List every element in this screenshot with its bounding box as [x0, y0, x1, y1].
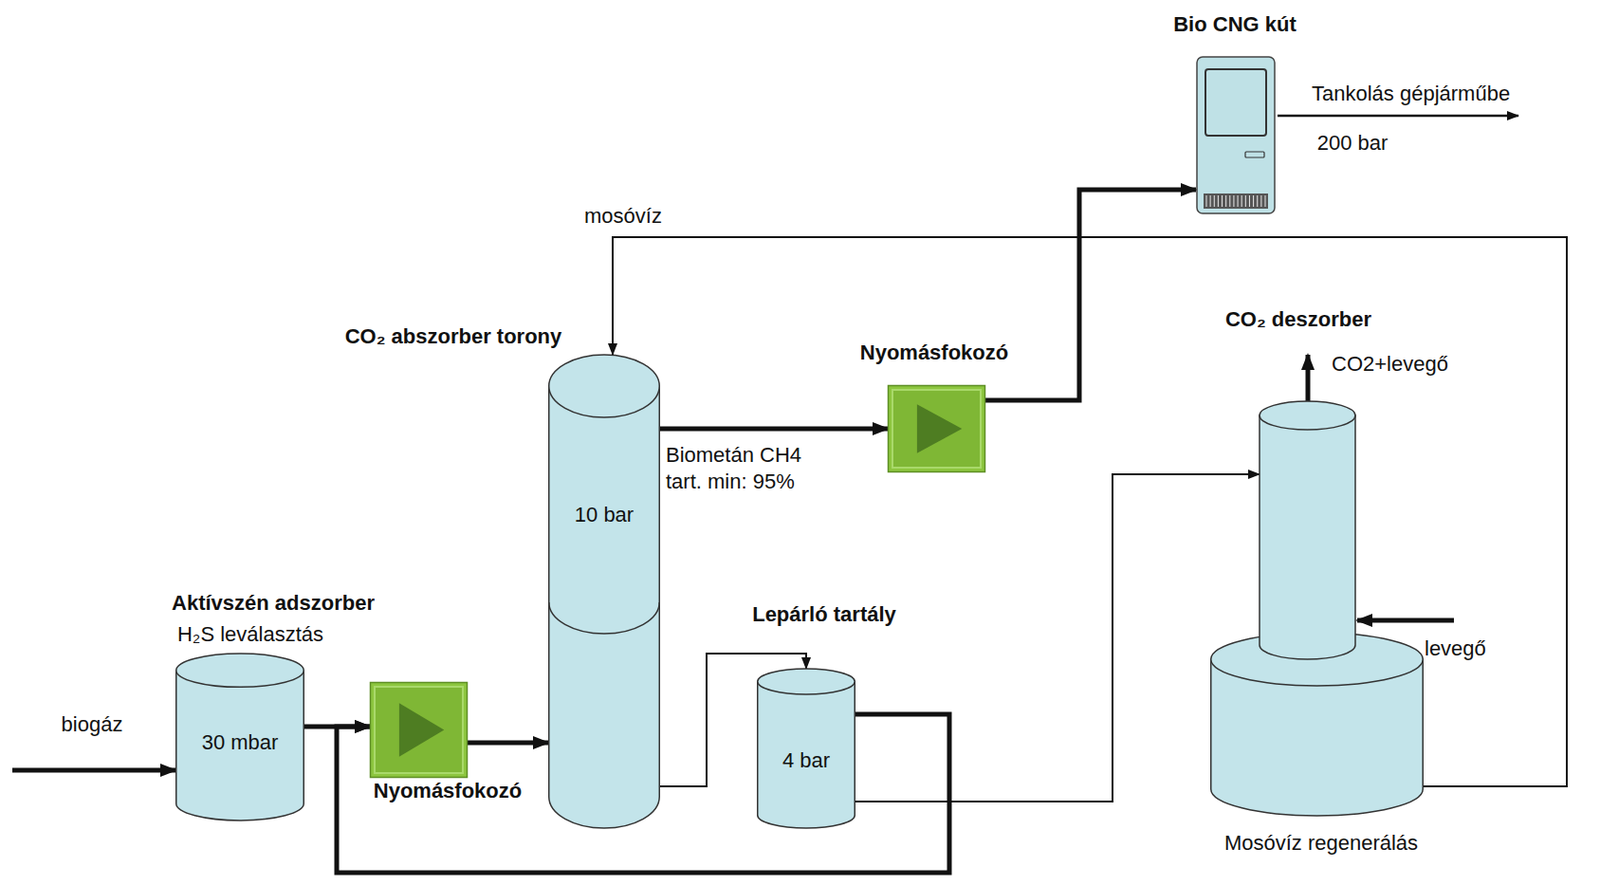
dispenser-slot	[1245, 151, 1265, 158]
stream-label: biogáz	[61, 711, 124, 738]
vent-slit	[1206, 195, 1208, 207]
desorber-column-body	[1259, 415, 1356, 660]
tower-seam	[549, 602, 661, 634]
booster-bevel	[892, 389, 981, 468]
node-heading: CO₂ abszorber torony	[345, 324, 563, 350]
absorber-tower: CO₂ abszorber torony10 bar	[548, 354, 661, 829]
vent-slit	[1245, 195, 1247, 207]
tank-top	[176, 653, 305, 687]
desorber-column-top	[1259, 401, 1356, 430]
node-heading: Nyomásfokozó	[860, 340, 1009, 366]
node-outline	[1210, 401, 1424, 817]
stream-label: 200 bar	[1317, 129, 1389, 157]
vent-slit	[1265, 195, 1267, 207]
booster-pump: Nyomásfokozó	[887, 385, 986, 473]
water-pipe	[855, 474, 1260, 802]
tank-body	[176, 670, 305, 821]
tank-top	[757, 668, 856, 695]
node-heading: Mosóvíz regenerálás	[1224, 830, 1418, 856]
tank-pressure: 30 mbar	[202, 730, 279, 755]
dispenser-body	[1196, 56, 1275, 214]
stream-label: CO2+levegő	[1331, 350, 1449, 378]
booster-pump: Nyomásfokozó	[369, 681, 468, 778]
vent-slit	[1249, 195, 1251, 207]
booster-bevel	[374, 686, 463, 773]
node-heading: CO₂ deszorber	[1225, 307, 1372, 332]
node-outline	[1195, 55, 1276, 215]
vent-slit	[1221, 195, 1223, 207]
booster-body	[370, 682, 468, 778]
dispenser-vent	[1203, 193, 1269, 209]
cng-dispenser: Bio CNG kút	[1195, 55, 1276, 215]
vent-slit	[1241, 195, 1243, 207]
air-inlet-arrow	[1357, 618, 1454, 624]
node-heading: Aktívszén adszorber	[171, 590, 375, 616]
vent-slit	[1225, 195, 1227, 207]
tank-pressure: 10 bar	[574, 502, 634, 528]
vent-slit	[1232, 195, 1234, 207]
node-outline	[548, 354, 661, 829]
tank-pressure: 4 bar	[782, 748, 830, 773]
vent-slit	[1229, 195, 1231, 207]
booster-triangle	[399, 702, 444, 757]
node-heading: H₂S leválasztás	[177, 622, 324, 647]
node-outline	[369, 681, 468, 778]
dispenser-screen	[1205, 69, 1267, 136]
gas-pipe	[660, 426, 888, 432]
stream-label: levegő	[1424, 635, 1487, 663]
stream-label: Tankolás gépjárműbe	[1311, 80, 1510, 108]
edge-label: Biometán CH4 tart. min: 95%	[665, 441, 828, 495]
edge-label: mosóvíz	[584, 202, 663, 230]
booster-triangle	[917, 404, 962, 454]
vent-slit	[1252, 195, 1254, 207]
node-heading: Lepárló tartály	[752, 602, 897, 627]
tower-body	[549, 386, 661, 828]
node-outline	[887, 385, 986, 473]
adsorber-cylinder: Aktívszén adszorberH₂S leválasztás30 mba…	[175, 653, 305, 822]
fuelling-arrow	[1277, 114, 1519, 118]
vent-slit	[1213, 195, 1215, 207]
tank-body	[757, 681, 856, 828]
flash-tank: Lepárló tartály4 bar	[756, 668, 856, 829]
vent-slit	[1260, 195, 1262, 207]
biogas-inlet-arrow	[12, 768, 176, 773]
gas-pipe	[985, 189, 1196, 401]
tower-top	[549, 354, 661, 418]
vent-slit	[1217, 195, 1219, 207]
vent-slit	[1210, 195, 1212, 207]
gas-pipe	[467, 740, 549, 746]
booster-body	[888, 386, 986, 473]
node-heading: Bio CNG kút	[1173, 12, 1297, 37]
node-heading: Nyomásfokozó	[373, 778, 522, 804]
desorber-column: CO₂ deszorberMosóvíz regenerálás	[1210, 401, 1424, 817]
vent-slit	[1256, 195, 1258, 207]
vent-slit	[1237, 195, 1239, 207]
water-pipe	[612, 237, 1567, 787]
